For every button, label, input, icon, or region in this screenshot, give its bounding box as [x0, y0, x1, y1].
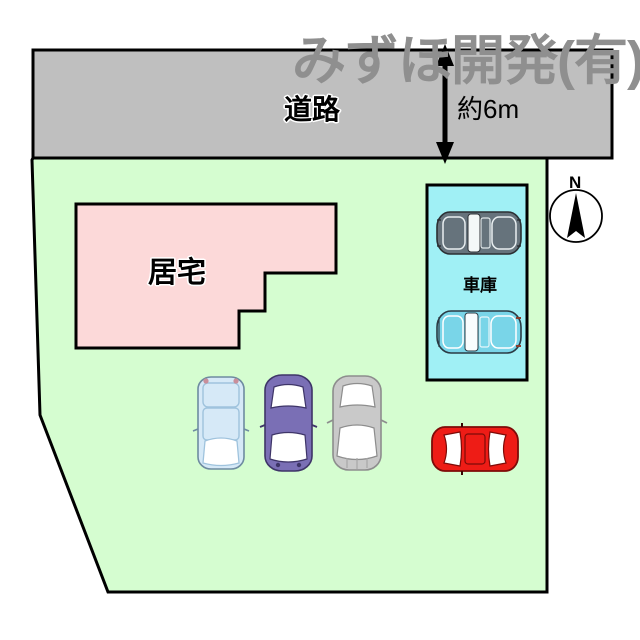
parked-car-purple: [259, 374, 318, 472]
parked-car-gray: [326, 375, 388, 471]
company-watermark: みずほ開発(有): [292, 31, 640, 91]
compass-rose: [549, 189, 603, 243]
compass-north-label: N: [569, 173, 582, 192]
road-width-arrow: [436, 44, 454, 164]
house-label: 居宅: [148, 257, 207, 289]
garage-car-lower: [436, 310, 522, 354]
compass-needle: [567, 193, 585, 238]
compass-circle: [549, 189, 603, 243]
house-footprint: [74, 202, 338, 350]
road-label: 道路: [284, 94, 341, 125]
parked-car-lightblue: [192, 376, 250, 470]
parked-car-red: [431, 423, 519, 475]
garage-label: 車庫: [463, 276, 497, 295]
road-area: [31, 48, 614, 160]
garage-car-upper: [436, 211, 522, 255]
road-width-label: 約6m: [457, 94, 520, 124]
